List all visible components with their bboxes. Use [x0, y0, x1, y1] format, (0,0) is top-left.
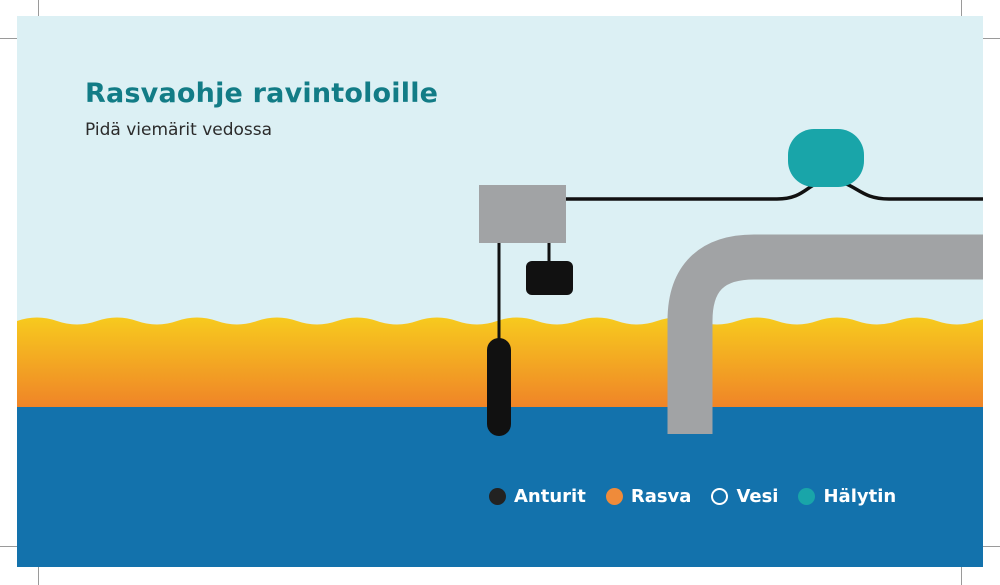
page-title: Rasvaohje ravintoloille — [85, 78, 439, 109]
legend-label: Anturit — [514, 486, 586, 507]
page-subtitle: Pidä viemärit vedossa — [85, 120, 273, 140]
crop-mark — [0, 546, 26, 547]
control-box — [479, 185, 566, 243]
crop-mark — [974, 546, 1000, 547]
legend-label: Rasva — [630, 486, 692, 507]
crop-mark — [961, 0, 962, 26]
outlet-pipe — [667, 234, 983, 434]
crop-mark — [961, 559, 962, 585]
crop-mark — [38, 559, 39, 585]
crop-mark — [0, 38, 26, 39]
crop-mark — [974, 38, 1000, 39]
grease-guide-card: Rasvaohje ravintoloille Pidä viemärit ve… — [17, 16, 983, 567]
sensor-dot-icon — [489, 488, 506, 505]
grease-dot-icon — [605, 488, 623, 505]
legend-item-alarm: Hälytin — [798, 486, 896, 507]
level-probe-sensor — [487, 338, 511, 436]
legend-item-sensors: Anturit — [489, 486, 586, 507]
alarm-unit — [788, 129, 864, 187]
legend-item-water: Vesi — [711, 486, 778, 507]
upper-sensor — [526, 261, 573, 295]
legend-label: Vesi — [736, 486, 779, 507]
legend-item-grease: Rasva — [605, 486, 692, 507]
alarm-cable — [565, 179, 983, 201]
crop-mark — [38, 0, 39, 26]
drain-illustration — [17, 129, 983, 567]
legend-label: Hälytin — [823, 486, 897, 507]
legend: Anturit Rasva Vesi Hälytin — [489, 486, 916, 507]
alarm-dot-icon — [798, 488, 816, 505]
water-dot-icon — [711, 488, 729, 505]
